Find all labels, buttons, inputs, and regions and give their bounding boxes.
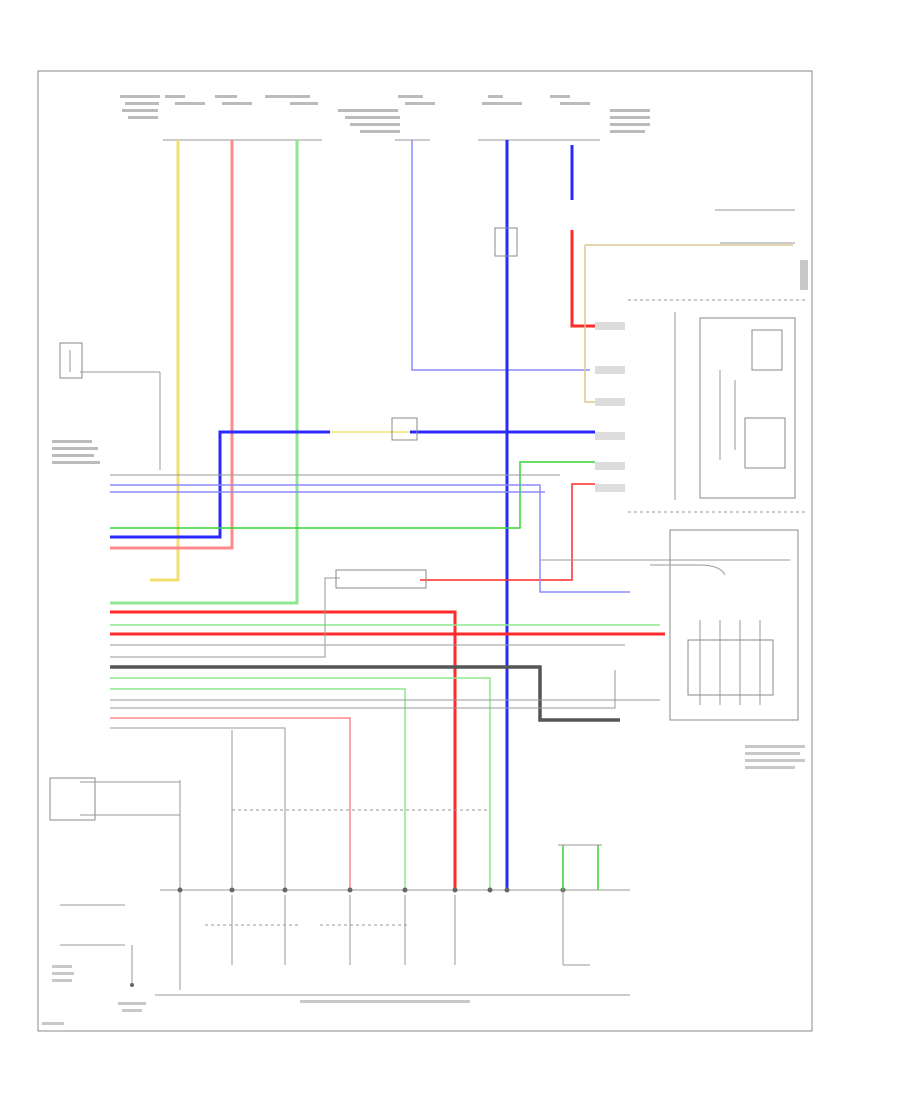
lightblue-feed-wire [411, 140, 590, 371]
inline-connector [391, 417, 418, 441]
red-upper-wire [570, 230, 595, 328]
green-feed-wire [110, 140, 299, 605]
left-connector-column [52, 342, 161, 470]
green-low-wire-2 [110, 688, 406, 890]
pink-low-wire [110, 717, 351, 890]
lightblue-loop-wire [110, 484, 630, 593]
right-control-module [595, 299, 806, 513]
switch-assembly [155, 895, 630, 996]
relay-box [494, 227, 518, 257]
green-low-wire-1 [110, 677, 491, 890]
right-small-switch [558, 844, 602, 966]
label-blocks [42, 260, 808, 1025]
pink-feed-wire [110, 140, 234, 550]
green-right-wire [110, 461, 595, 529]
ground-symbol [60, 904, 134, 987]
tan-wire [584, 244, 793, 403]
bottom-left-connector [49, 777, 96, 821]
right-lower-module [650, 529, 799, 721]
yellow-feed-wire [150, 140, 180, 582]
diagram-border [37, 70, 813, 1032]
black-mid-wire [110, 665, 620, 722]
red-mid-wire-1 [110, 610, 457, 890]
top-fuse-blocks [120, 95, 650, 141]
mid-inline-connector [335, 569, 427, 589]
red-right-wire [420, 483, 595, 581]
